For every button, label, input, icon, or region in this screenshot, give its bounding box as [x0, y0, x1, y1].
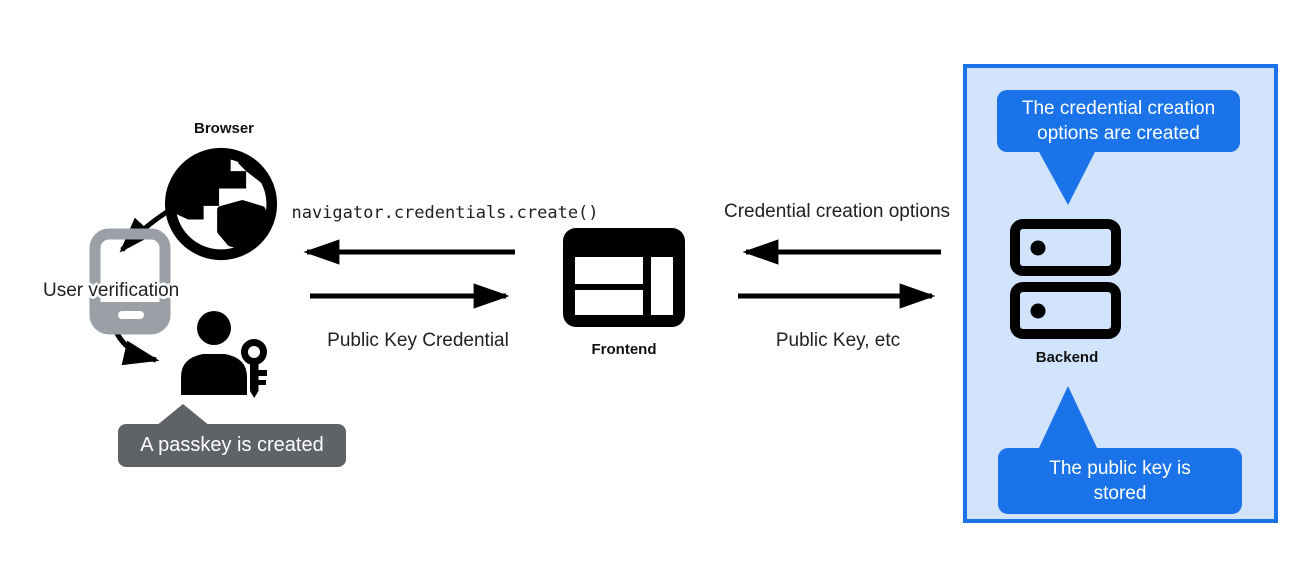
options-created-tooltip-pointer [1038, 150, 1096, 205]
message-public-key-credential: Public Key Credential [327, 330, 509, 351]
message-create-call: navigator.credentials.create() [291, 203, 599, 223]
message-credential-options: Credential creation options [723, 201, 951, 222]
globe-icon [164, 147, 278, 261]
browser-window-icon [563, 228, 685, 327]
passkey-tooltip: A passkey is created [118, 424, 346, 467]
options-created-tooltip: The credential creation options are crea… [997, 90, 1240, 152]
key-stored-tooltip: The public key is stored [998, 448, 1242, 514]
user-verification-label: User verification [43, 280, 180, 301]
smartphone-icon [89, 228, 171, 335]
key-stored-tooltip-pointer [1038, 386, 1098, 450]
message-public-key-etc: Public Key, etc [775, 330, 901, 351]
passkey-tooltip-pointer [156, 404, 210, 426]
server-stack-icon [1010, 219, 1121, 339]
browser-label: Browser [193, 120, 255, 137]
backend-label: Backend [1035, 349, 1099, 366]
person-key-icon [181, 311, 267, 398]
frontend-label: Frontend [591, 341, 657, 358]
